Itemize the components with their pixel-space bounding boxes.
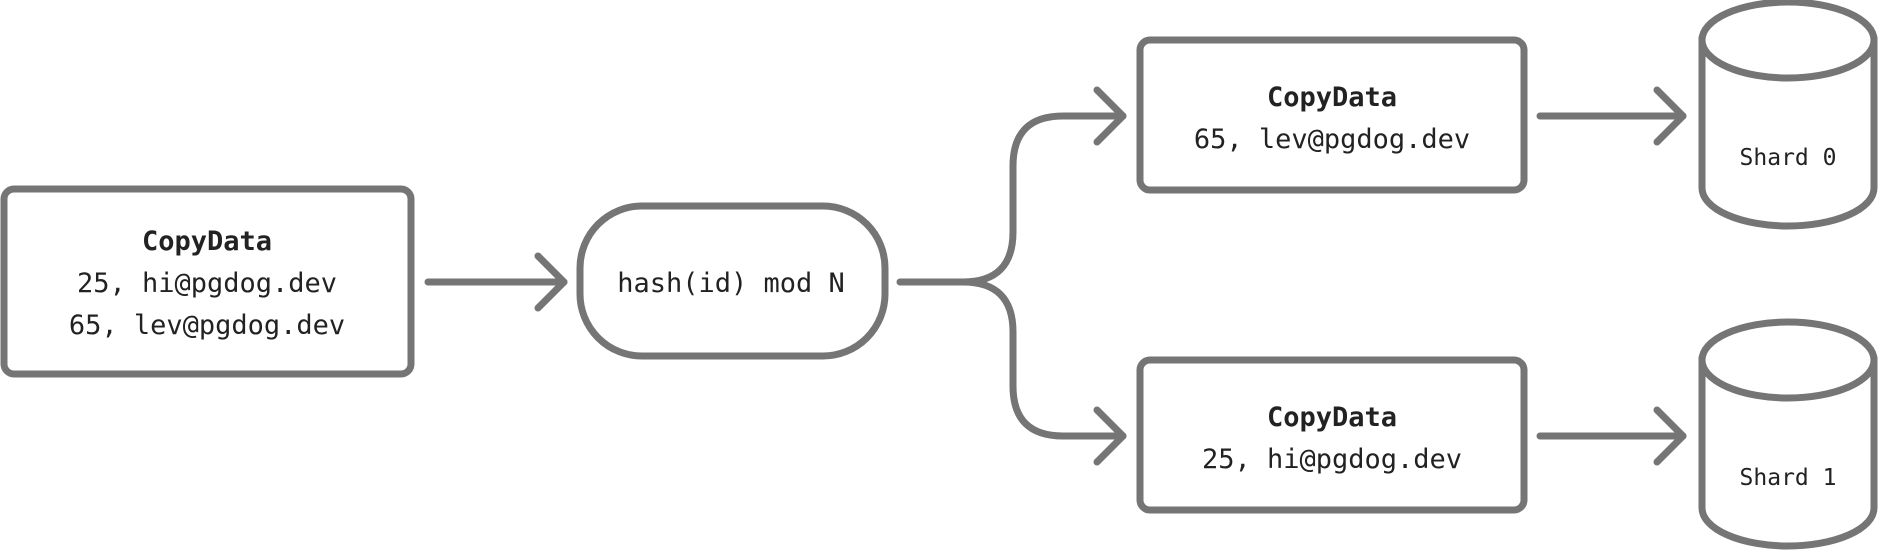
target-0-title: CopyData bbox=[1267, 82, 1397, 113]
arrow-source-to-router bbox=[424, 252, 568, 312]
source-box-row-2: 65, lev@pgdog.dev bbox=[69, 310, 345, 341]
hash-router-node: hash(id) mod N bbox=[576, 202, 889, 360]
source-copydata-box: CopyData 25, hi@pgdog.dev 65, lev@pgdog.… bbox=[0, 185, 415, 378]
target-1-row: 25, hi@pgdog.dev bbox=[1202, 444, 1462, 475]
shard-0-label: Shard 0 bbox=[1740, 145, 1837, 171]
target-copydata-box-1: CopyData 25, hi@pgdog.dev bbox=[1136, 356, 1528, 514]
arrow-target-0-to-shard-0 bbox=[1536, 86, 1687, 146]
shard-0-database-icon: Shard 0 bbox=[1698, 0, 1878, 230]
router-label: hash(id) mod N bbox=[617, 268, 845, 299]
arrow-target-1-to-shard-1 bbox=[1536, 406, 1687, 466]
shard-1-label: Shard 1 bbox=[1740, 465, 1837, 491]
shard-1-database-icon: Shard 1 bbox=[1698, 318, 1878, 550]
target-copydata-box-0: CopyData 65, lev@pgdog.dev bbox=[1136, 36, 1528, 194]
source-box-title: CopyData bbox=[142, 226, 272, 257]
target-0-row: 65, lev@pgdog.dev bbox=[1194, 124, 1470, 155]
branch-connector bbox=[896, 86, 1127, 466]
target-1-title: CopyData bbox=[1267, 402, 1397, 433]
source-box-row-1: 25, hi@pgdog.dev bbox=[77, 268, 337, 299]
